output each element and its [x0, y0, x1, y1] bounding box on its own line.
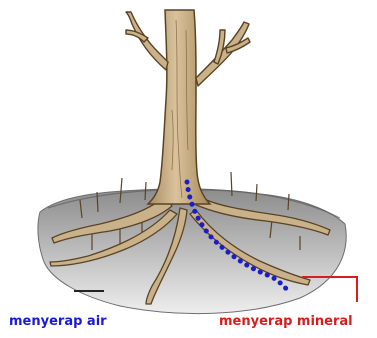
absorb-mineral-label: menyerap mineral — [219, 314, 353, 329]
trunk — [148, 10, 210, 204]
absorb-water-label: menyerap air — [9, 314, 107, 329]
soil — [38, 189, 346, 314]
